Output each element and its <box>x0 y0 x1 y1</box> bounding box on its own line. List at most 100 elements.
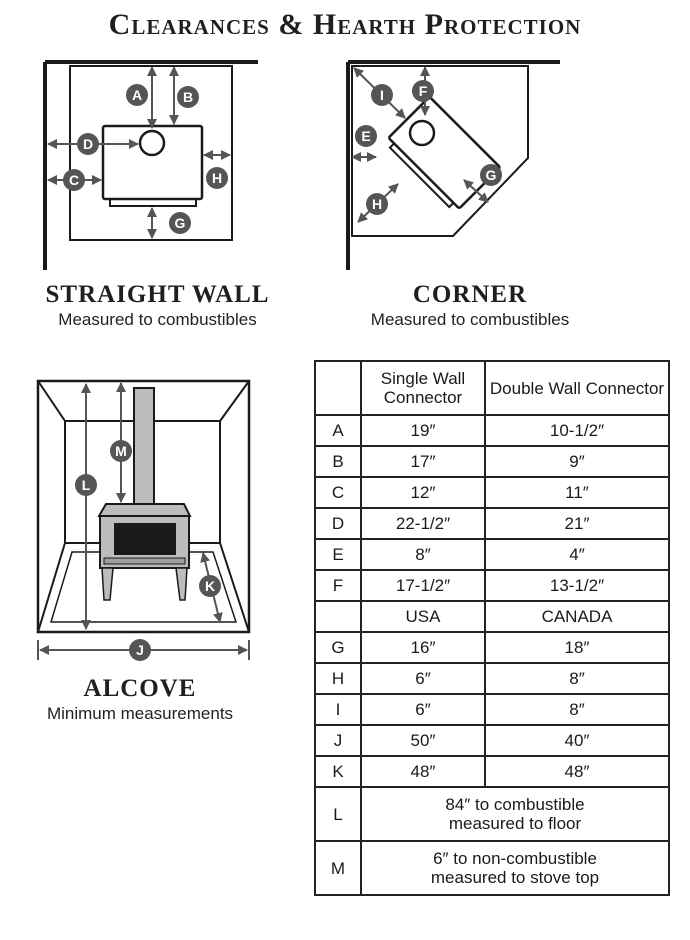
corner-subtitle: Measured to combustibles <box>370 310 570 329</box>
row-label-cell: H <box>314 662 362 695</box>
row-value1-cell: 6″ <box>360 662 486 695</box>
row-label-cell: F <box>314 569 362 602</box>
row-label-cell: L <box>314 786 362 842</box>
straight-wall-subtitle: Measured to combustibles <box>58 310 257 329</box>
row-value2-cell: 40″ <box>484 724 670 757</box>
page-title: Clearances & Hearth Protection <box>108 8 582 41</box>
marker-j: J <box>129 639 151 661</box>
row-value1-cell: 17″ <box>360 445 486 478</box>
marker-b: B <box>177 86 199 108</box>
row-label-cell: I <box>314 693 362 726</box>
corner-caption: CORNER Measured to combustibles <box>330 281 610 331</box>
svg-text:H: H <box>372 196 382 212</box>
row-value2-cell: CANADA <box>484 600 670 633</box>
marker-k: K <box>199 575 221 597</box>
row-label-cell: B <box>314 445 362 478</box>
straight-wall-caption: STRAIGHT WALL Measured to combustibles <box>10 281 305 331</box>
svg-text:C: C <box>69 172 79 188</box>
marker-i: I <box>371 84 393 106</box>
marker-h: H <box>206 167 228 189</box>
alcove-diagram: M L K J <box>36 379 251 661</box>
alcove-caption: ALCOVE Minimum measurements <box>20 675 260 725</box>
row-value2-cell: 8″ <box>484 693 670 726</box>
svg-text:F: F <box>419 83 428 99</box>
svg-text:A: A <box>132 87 142 103</box>
marker-m: M <box>110 440 132 462</box>
svg-text:L: L <box>82 477 91 493</box>
marker-e: E <box>355 125 377 147</box>
marker-c: C <box>63 169 85 191</box>
row-value1-cell: 6″ <box>360 693 486 726</box>
row-label-cell: E <box>314 538 362 571</box>
merged-line2: measured to floor <box>448 814 582 833</box>
row-label-cell: A <box>314 414 362 447</box>
svg-text:H: H <box>212 170 222 186</box>
straight-wall-diagram: A B D C H G <box>43 60 258 270</box>
row-value2-cell: 21″ <box>484 507 670 540</box>
svg-text:G: G <box>486 167 497 183</box>
row-value2-cell: 4″ <box>484 538 670 571</box>
row-value2-cell: 18″ <box>484 631 670 664</box>
row-value2-cell: 8″ <box>484 662 670 695</box>
row-label-cell: M <box>314 840 362 896</box>
svg-text:E: E <box>361 128 370 144</box>
svg-text:J: J <box>136 642 144 658</box>
header-double-wall: Double Wall Connector <box>484 360 670 416</box>
alcove-heading: ALCOVE <box>83 675 197 702</box>
corner-diagram: I F E G H <box>346 60 560 270</box>
svg-text:D: D <box>83 136 93 152</box>
row-label-cell: C <box>314 476 362 509</box>
corner-heading: CORNER <box>412 281 528 308</box>
marker-d: D <box>77 133 99 155</box>
row-label-cell: J <box>314 724 362 757</box>
marker-g-corner: G <box>480 164 502 186</box>
row-label-cell: K <box>314 755 362 788</box>
header-single-wall: Single Wall Connector <box>360 360 486 416</box>
row-value1-cell: 19″ <box>360 414 486 447</box>
alcove-subtitle: Minimum measurements <box>46 704 234 723</box>
row-label-cell: D <box>314 507 362 540</box>
merged-line2: measured to stove top <box>430 868 600 887</box>
marker-l: L <box>75 474 97 496</box>
marker-h-corner: H <box>366 193 388 215</box>
row-value2-cell: 10-1/2″ <box>484 414 670 447</box>
svg-text:B: B <box>183 89 193 105</box>
row-value1-cell: 8″ <box>360 538 486 571</box>
row-label-cell: G <box>314 631 362 664</box>
merged-line1: 84″ to combustible <box>445 795 585 814</box>
marker-f: F <box>412 80 434 102</box>
row-value1-cell: 17-1/2″ <box>360 569 486 602</box>
row-label-cell <box>314 600 362 633</box>
marker-a: A <box>126 84 148 106</box>
row-value1-cell: 12″ <box>360 476 486 509</box>
svg-text:I: I <box>380 87 384 103</box>
row-value2-cell: 11″ <box>484 476 670 509</box>
header-blank-cell <box>314 360 362 416</box>
row-value1-cell: 50″ <box>360 724 486 757</box>
svg-text:M: M <box>115 443 127 459</box>
marker-g: G <box>169 212 191 234</box>
row-value2-cell: 48″ <box>484 755 670 788</box>
merged-line1: 6″ to non-combustible <box>433 849 597 868</box>
clearance-table: Single Wall Connector Double Wall Connec… <box>314 360 670 896</box>
row-value2-cell: 9″ <box>484 445 670 478</box>
row-value1-cell: USA <box>360 600 486 633</box>
row-value2-cell: 13-1/2″ <box>484 569 670 602</box>
row-value1-cell: 22-1/2″ <box>360 507 486 540</box>
svg-text:K: K <box>205 578 215 594</box>
